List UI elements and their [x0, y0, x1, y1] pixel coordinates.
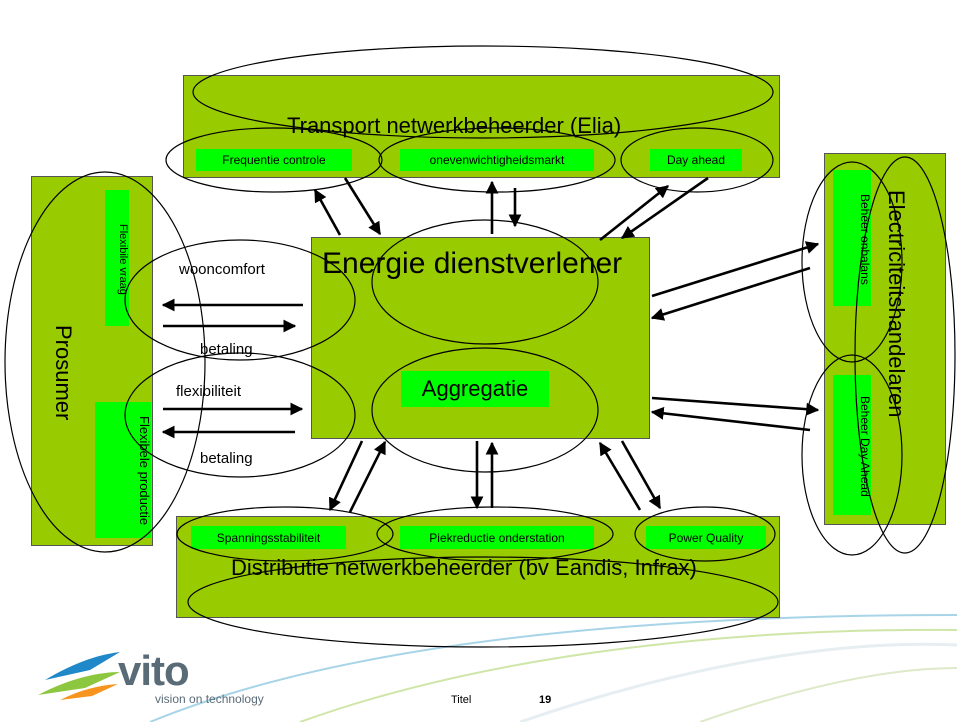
arrow-spanning-up — [348, 440, 387, 513]
energie-title: Energie dienstverlener — [322, 247, 623, 280]
tag-aggregatie: Aggregatie — [401, 371, 549, 407]
logo-swoosh-blue — [45, 652, 120, 680]
arrow-onbalans-in — [650, 266, 811, 321]
arrow-pq-up — [598, 441, 642, 511]
logo-word: vito — [118, 647, 190, 694]
arrow-dayahead-in — [650, 406, 811, 432]
tag-onevenwichtigheidsmarkt: onevenwichtigheidsmarkt — [400, 149, 594, 171]
label-wooncomfort: wooncomfort — [179, 261, 265, 278]
arrow-dayahead-up — [599, 184, 670, 242]
page-number: 19 — [539, 694, 552, 706]
arrow-spanning-down — [328, 440, 364, 512]
prosumer-title: Prosumer — [51, 325, 76, 421]
tag-beheer-day-ahead: Beheer Day Ahead — [833, 375, 872, 515]
tag-power-quality: Power Quality — [646, 526, 766, 549]
tag-spanningsstabiliteit: Spanningsstabiliteit — [191, 526, 346, 549]
logo-swoosh-green — [38, 672, 120, 695]
arrow-freq-down — [343, 177, 382, 236]
tag-beheer-onbalans: Beheer onbalans — [833, 170, 872, 306]
label-flexibiliteit: flexibiliteit — [176, 383, 242, 400]
arrow-onbalans-out — [651, 241, 820, 298]
label-betaling-2: betaling — [200, 450, 253, 467]
tag-day-ahead: Day ahead — [650, 149, 742, 171]
arrow-dayahead-down — [620, 176, 709, 240]
tag-flexibele-productie: Flexibele productie — [95, 402, 152, 538]
footer-titel: Titel — [451, 694, 472, 706]
arrow-dayahead-out — [651, 396, 820, 416]
transport-title: Transport netwerkbeheerder (Elia) — [287, 113, 622, 138]
tag-piekreductie-onderstation: Piekreductie onderstation — [400, 526, 594, 549]
distributie-title: Distributie netwerkbeheerder (bv Eandis,… — [231, 555, 697, 580]
label-betaling-1: betaling — [200, 341, 253, 358]
arrow-pq-down — [620, 440, 662, 510]
arrow-freq-up — [313, 188, 342, 236]
tag-frequentie-controle: Frequentie controle — [196, 149, 352, 171]
handelaren-title: Electriciteitshandelaren — [884, 190, 909, 418]
logo-swoosh-orange — [60, 684, 118, 700]
tag-flexibile-vraag: Flexibile vraag — [105, 190, 129, 326]
logo-tagline: vision on technology — [155, 692, 264, 706]
